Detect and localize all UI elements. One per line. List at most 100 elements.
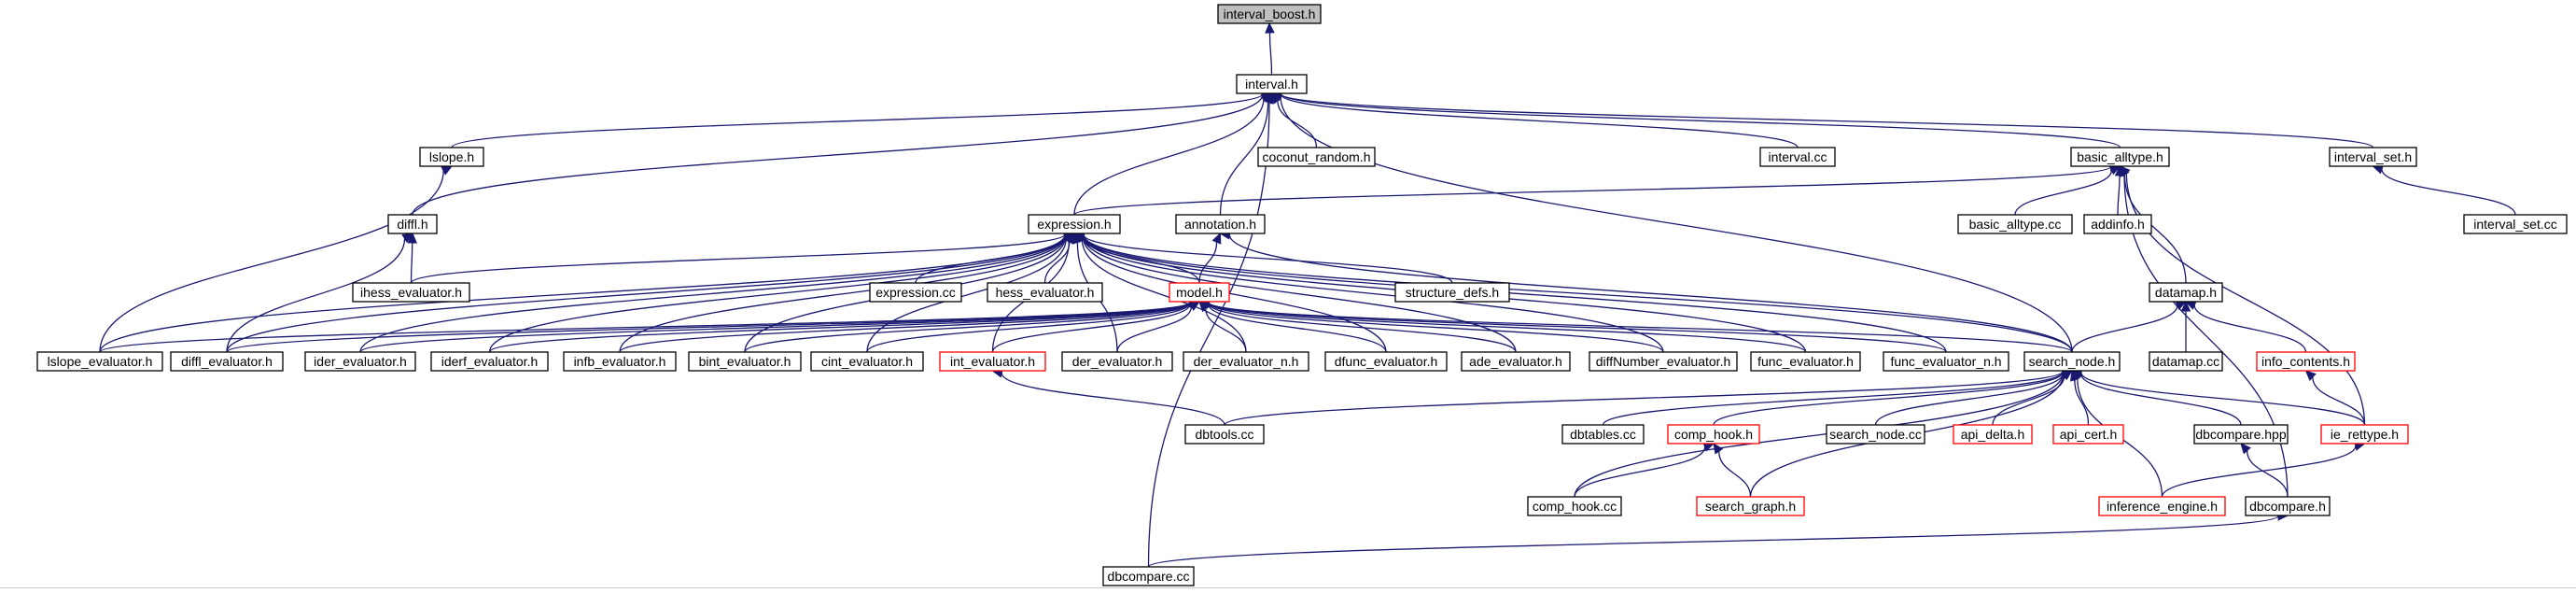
edge-comp-hook-cc-to-search-node-h	[1574, 373, 2064, 498]
edge-iderf-evaluator-h-to-model-h	[488, 302, 1191, 353]
edge-diffl-evaluator-h-to-expression-h	[226, 234, 1066, 353]
node-search-node-cc[interactable]: search_node.cc	[1826, 424, 1925, 445]
node-model-h[interactable]: model.h	[1169, 282, 1230, 303]
node-box	[1461, 351, 1571, 372]
node-box	[2256, 351, 2356, 372]
node-ade-evaluator-h[interactable]: ade_evaluator.h	[1461, 351, 1571, 372]
node-label: dbcompare.hpp	[2195, 427, 2287, 442]
node-label: lslope_evaluator.h	[48, 354, 153, 369]
edge-ie-rettype-h-to-search-node-h	[2080, 372, 2366, 426]
node-interval-set-h[interactable]: interval_set.h	[2329, 147, 2417, 167]
edge-dbtables-cc-to-search-node-h	[1602, 371, 2064, 426]
node-hess-evaluator-h[interactable]: hess_evaluator.h	[987, 282, 1103, 303]
node-diffNumber-evaluator-h[interactable]: diffNumber_evaluator.h	[1589, 351, 1738, 372]
node-diffl-h[interactable]: diffl.h	[387, 214, 438, 234]
edge-interval-h-to-interval-boost	[1268, 32, 1273, 76]
edge-api-cert-h-to-search-node-h	[2074, 379, 2090, 426]
node-structure-defs-h[interactable]: structure_defs.h	[1394, 282, 1510, 303]
node-label: diffNumber_evaluator.h	[1596, 354, 1731, 369]
node-box	[2320, 424, 2409, 445]
node-box	[1236, 74, 1308, 94]
node-func-evaluator-h[interactable]: func_evaluator.h	[1750, 351, 1861, 372]
node-dbcompare-hpp[interactable]: dbcompare.hpp	[2193, 424, 2289, 445]
node-datamap-h[interactable]: datamap.h	[2149, 282, 2223, 303]
node-der-evaluator-h[interactable]: der_evaluator.h	[1061, 351, 1173, 372]
node-box	[1217, 4, 1322, 24]
node-coconut-random-h[interactable]: coconut_random.h	[1257, 147, 1376, 167]
node-box	[1589, 351, 1738, 372]
node-interval-h[interactable]: interval.h	[1236, 74, 1308, 94]
node-box	[1953, 424, 2033, 445]
node-label: datamap.cc	[2152, 354, 2219, 369]
node-label: infb_evaluator.h	[574, 354, 666, 369]
node-dfunc-evaluator-h[interactable]: dfunc_evaluator.h	[1324, 351, 1448, 372]
node-search-graph-h[interactable]: search_graph.h	[1696, 496, 1805, 516]
node-comp-hook-h[interactable]: comp_hook.h	[1667, 424, 1760, 445]
edge-search-node-cc-to-search-node-h	[1874, 373, 2065, 426]
edge-search-graph-h-to-comp-hook-h	[1718, 451, 1752, 498]
node-dbtools-cc[interactable]: dbtools.cc	[1184, 424, 1265, 445]
edge-cint-evaluator-h-to-model-h	[866, 303, 1191, 353]
node-box	[2023, 351, 2121, 372]
node-inference-engine-h[interactable]: inference_engine.h	[2098, 496, 2226, 516]
node-label: diffl.h	[397, 217, 427, 232]
node-lslope-h[interactable]: lslope.h	[419, 147, 484, 167]
node-info-contents-h[interactable]: info_contents.h	[2256, 351, 2356, 372]
node-label: ie_rettype.h	[2331, 427, 2399, 442]
edge-ade-evaluator-h-to-model-h	[1208, 303, 1517, 353]
node-ider-evaluator-h[interactable]: ider_evaluator.h	[304, 351, 416, 372]
node-api-delta-h[interactable]: api_delta.h	[1953, 424, 2033, 445]
node-datamap-cc[interactable]: datamap.cc	[2149, 351, 2223, 372]
node-annotation-h[interactable]: annotation.h	[1175, 214, 1266, 234]
node-label: inference_engine.h	[2107, 499, 2218, 514]
node-dbcompare-cc[interactable]: dbcompare.cc	[1102, 566, 1195, 586]
node-diffl-evaluator-h[interactable]: diffl_evaluator.h	[170, 351, 284, 372]
node-comp-hook-cc[interactable]: comp_hook.cc	[1527, 496, 1622, 516]
node-box	[387, 214, 438, 234]
node-label: info_contents.h	[2261, 354, 2350, 369]
node-der-evaluator-n-h[interactable]: der_evaluator_n.h	[1183, 351, 1309, 372]
node-box	[1696, 496, 1805, 516]
node-label: basic_alltype.h	[2077, 149, 2163, 164]
edge-search-node-h-to-model-h	[1208, 302, 2073, 353]
node-addinfo-h[interactable]: addinfo.h	[2083, 214, 2152, 234]
node-basic-alltype-h[interactable]: basic_alltype.h	[2070, 147, 2170, 167]
node-interval-boost[interactable]: interval_boost.h	[1217, 4, 1322, 24]
edge-info-contents-h-to-datamap-h	[2193, 304, 2307, 353]
arrowhead-ihess-evaluator-h-to-diffl-h	[407, 232, 417, 244]
edge-basic-alltype-h-to-interval-h	[1280, 93, 2121, 148]
node-label: search_node.cc	[1829, 427, 1922, 442]
node-label: api_delta.h	[1961, 427, 2025, 442]
node-lslope-evaluator-h[interactable]: lslope_evaluator.h	[36, 351, 163, 372]
node-cint-evaluator-h[interactable]: cint_evaluator.h	[810, 351, 924, 372]
node-basic-alltype-cc[interactable]: basic_alltype.cc	[1957, 214, 2073, 234]
edge-comp-hook-cc-to-comp-hook-h	[1574, 446, 1706, 498]
edge-structure-defs-h-to-expression-h	[1083, 233, 1453, 284]
node-dbtables-cc[interactable]: dbtables.cc	[1561, 424, 1645, 445]
node-box	[1561, 424, 1645, 445]
node-int-evaluator-h[interactable]: int_evaluator.h	[939, 351, 1046, 372]
node-expression-cc[interactable]: expression.cc	[869, 282, 962, 303]
arrowhead-model-h-to-annotation-h	[1211, 232, 1222, 245]
edge-addinfo-h-to-basic-alltype-h	[2117, 175, 2121, 216]
node-interval-set-cc[interactable]: interval_set.cc	[2463, 214, 2568, 234]
node-box	[170, 351, 284, 372]
node-box	[2329, 147, 2417, 167]
node-search-node-h[interactable]: search_node.h	[2023, 351, 2121, 372]
edge-interval-cc-to-interval-h	[1280, 93, 1799, 148]
node-label: annotation.h	[1184, 217, 1256, 232]
node-interval-cc[interactable]: interval.cc	[1759, 147, 1836, 167]
node-iderf-evaluator-h[interactable]: iderf_evaluator.h	[430, 351, 549, 372]
edge-expression-h-to-interval-h	[1073, 98, 1265, 216]
node-ihess-evaluator-h[interactable]: ihess_evaluator.h	[352, 282, 470, 303]
node-api-cert-h[interactable]: api_cert.h	[2052, 424, 2124, 445]
node-label: der_evaluator.h	[1072, 354, 1163, 369]
node-ie-rettype-h[interactable]: ie_rettype.h	[2320, 424, 2409, 445]
node-func-evaluator-n-h[interactable]: func_evaluator_n.h	[1883, 351, 2009, 372]
node-expression-h[interactable]: expression.h	[1028, 214, 1121, 234]
node-box	[2149, 282, 2223, 303]
node-dbcompare-h[interactable]: dbcompare.h	[2245, 496, 2331, 516]
node-box	[1061, 351, 1173, 372]
node-bint-evaluator-h[interactable]: bint_evaluator.h	[688, 351, 802, 372]
node-infb-evaluator-h[interactable]: infb_evaluator.h	[563, 351, 677, 372]
